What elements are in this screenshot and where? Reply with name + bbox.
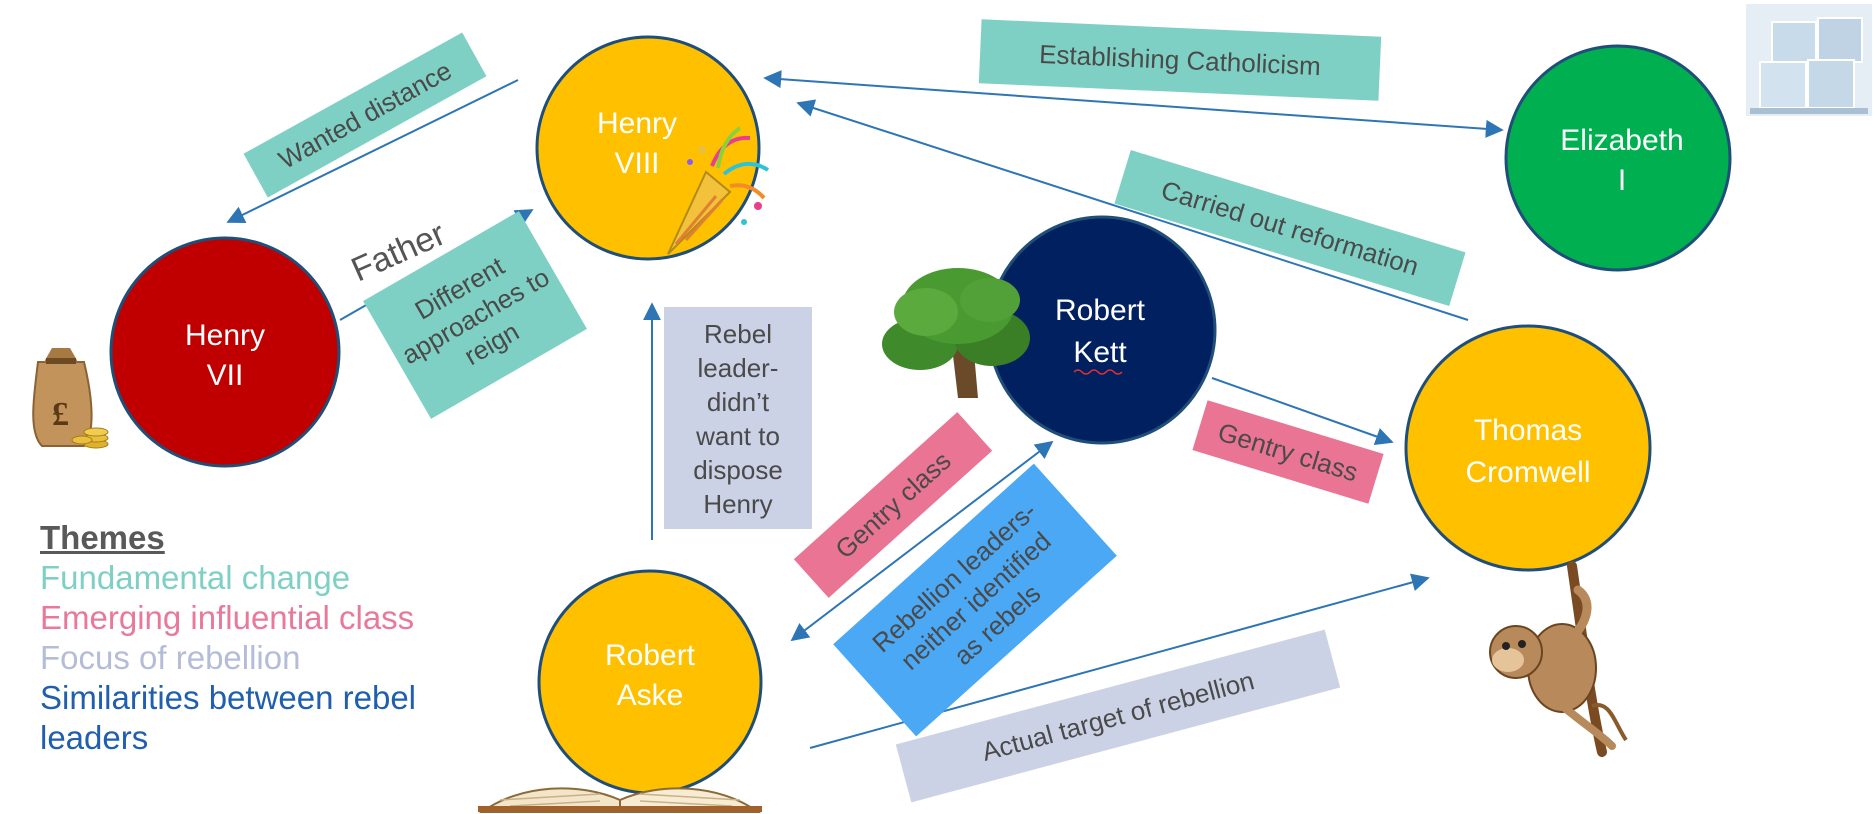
label-text: leader-	[698, 353, 779, 383]
label-rebel-leader: Rebel leader- didn’t want to dispose Hen…	[664, 307, 812, 529]
node-label: Robert	[605, 639, 696, 672]
node-label: Robert	[1055, 294, 1146, 327]
label-different-approaches: Different approaches to reign	[363, 211, 587, 419]
node-circle	[109, 236, 341, 468]
label-wanted-distance: Wanted distance	[243, 32, 487, 198]
theme-item: Fundamental change	[40, 559, 351, 596]
node-label: Cromwell	[1465, 456, 1590, 489]
arrow-kett-cromwell	[1211, 377, 1394, 446]
monkey-icon	[1489, 561, 1628, 757]
label-box	[1114, 150, 1466, 306]
node-label: Kett	[1073, 336, 1127, 369]
label-text: didn’t	[707, 387, 770, 417]
label-box	[895, 629, 1341, 803]
spellcheck-underline	[1073, 369, 1123, 375]
tree-icon	[882, 268, 1030, 398]
node-circle	[1404, 324, 1652, 572]
label-text: Gentry class	[829, 446, 956, 565]
themes-legend: Themes Fundamental change Emerging influ…	[40, 518, 420, 758]
node-henry-vii: Henry VII	[109, 236, 341, 468]
node-robert-aske: Robert Aske	[537, 569, 763, 795]
node-label: VIII	[614, 147, 659, 180]
label-text: Rebel	[704, 319, 772, 349]
label-text: dispose	[693, 455, 783, 485]
node-label: Henry	[185, 319, 265, 352]
party-popper-icon	[667, 126, 770, 255]
theme-item: Similarities between rebel leaders	[40, 679, 417, 756]
open-book-icon	[478, 787, 762, 813]
label-box	[363, 211, 587, 419]
node-thomas-cromwell: Thomas Cromwell	[1404, 324, 1652, 572]
node-label: VII	[207, 359, 244, 392]
label-box	[1192, 400, 1384, 504]
label-box	[833, 463, 1117, 737]
node-elizabeth-i: Elizabeth I	[1504, 44, 1732, 272]
node-label: Henry	[597, 107, 677, 140]
node-label: Thomas	[1474, 414, 1582, 447]
label-box	[978, 19, 1382, 101]
label-establishing-catholicism: Establishing Catholicism	[978, 19, 1382, 101]
money-bag-icon: £	[32, 348, 109, 449]
node-label: Aske	[617, 679, 684, 712]
label-box	[243, 32, 487, 198]
node-circle	[1504, 44, 1732, 272]
arrow-wanted-distance	[226, 79, 519, 223]
arrow-aske-kett	[790, 440, 1054, 642]
label-gentry-class-right: Gentry class	[1192, 400, 1384, 504]
ice-cubes-icon	[1746, 4, 1872, 116]
theme-item: Emerging influential class	[40, 599, 415, 636]
label-text: want to	[695, 421, 780, 451]
svg-text:£: £	[52, 396, 69, 433]
node-label: I	[1618, 164, 1626, 197]
arrow-carried-out-reformation	[796, 99, 1469, 321]
label-text: Wanted distance	[273, 55, 456, 175]
themes-title: Themes	[40, 519, 165, 556]
label-text: Henry	[703, 489, 772, 519]
arrow-establishing-catholicism	[763, 70, 1504, 138]
label-box	[793, 412, 993, 598]
label-box	[664, 307, 812, 529]
theme-item: Focus of rebellion	[40, 639, 301, 676]
node-label: Elizabeth	[1560, 124, 1683, 157]
